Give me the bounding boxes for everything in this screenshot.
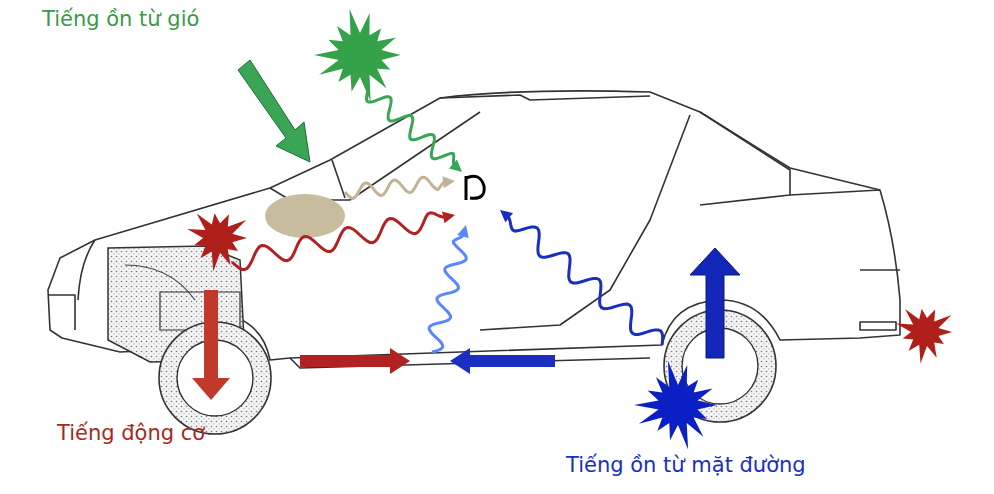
sound-wave: [508, 216, 663, 345]
noise-burst: [314, 9, 401, 102]
wave-arrowhead: [500, 210, 513, 222]
car-outline: [48, 91, 900, 368]
wave-arrowhead: [443, 176, 456, 188]
sound-wave: [232, 213, 445, 270]
noise-burst: [896, 309, 952, 364]
force-arrows: [192, 60, 740, 400]
noise-burst: [187, 213, 247, 271]
noise-label: Tiếng động cơ: [55, 421, 207, 446]
ear-symbol: [466, 176, 484, 200]
wave-arrowhead: [457, 225, 469, 238]
sound-wave: [367, 90, 455, 165]
steering-blob: [265, 194, 345, 238]
noise-label: Tiếng ồn từ gió: [40, 7, 201, 32]
wave-arrowhead: [449, 160, 462, 172]
wave-arrowhead: [442, 212, 455, 224]
noise-label: Tiếng ồn từ mặt đường: [564, 453, 808, 478]
sound-wave: [345, 177, 445, 198]
sound-wave: [429, 235, 466, 352]
noise-burst: [634, 361, 717, 450]
